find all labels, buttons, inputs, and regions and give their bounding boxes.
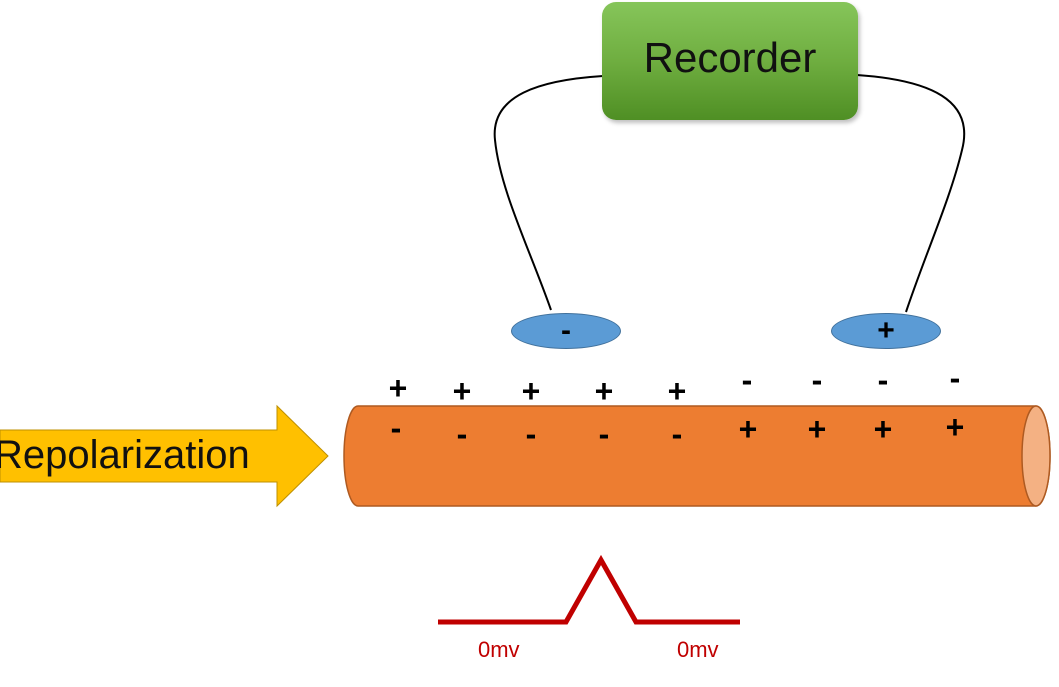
trace-right-label: 0mv: [677, 637, 719, 662]
outer-charge: +: [521, 373, 541, 409]
positive-electrode: +: [831, 313, 941, 349]
recorded-trace: [438, 554, 740, 625]
negative-electrode: -: [511, 313, 621, 349]
outer-charge: +: [452, 373, 472, 409]
inner-charge: +: [807, 411, 827, 447]
inner-charge: +: [945, 409, 965, 445]
axon-end: [1021, 405, 1051, 507]
inner-charge: -: [525, 416, 537, 452]
negative-electrode-sign: -: [561, 314, 571, 347]
recorder-box: Recorder: [602, 2, 858, 120]
outer-charge: +: [667, 373, 687, 409]
wire-negative: [493, 75, 604, 311]
positive-electrode-sign: +: [877, 314, 895, 347]
inner-charge: -: [456, 416, 468, 452]
repolarization-arrow: [0, 404, 329, 508]
outer-charge: -: [949, 360, 961, 396]
inner-charge: -: [390, 410, 402, 446]
outer-charge: +: [594, 373, 614, 409]
inner-charge: -: [598, 416, 610, 452]
wire-positive: [856, 74, 966, 313]
inner-charge: +: [738, 411, 758, 447]
outer-charge: +: [388, 370, 408, 406]
trace-left-label: 0mv: [478, 637, 520, 662]
outer-charge: -: [877, 362, 889, 398]
inner-charge: +: [873, 411, 893, 447]
outer-charge: -: [741, 362, 753, 398]
outer-charge: -: [811, 362, 823, 398]
repolarization-label: Repolarization: [0, 433, 250, 477]
recorder-label: Recorder: [643, 34, 817, 81]
inner-charge: -: [671, 416, 683, 452]
